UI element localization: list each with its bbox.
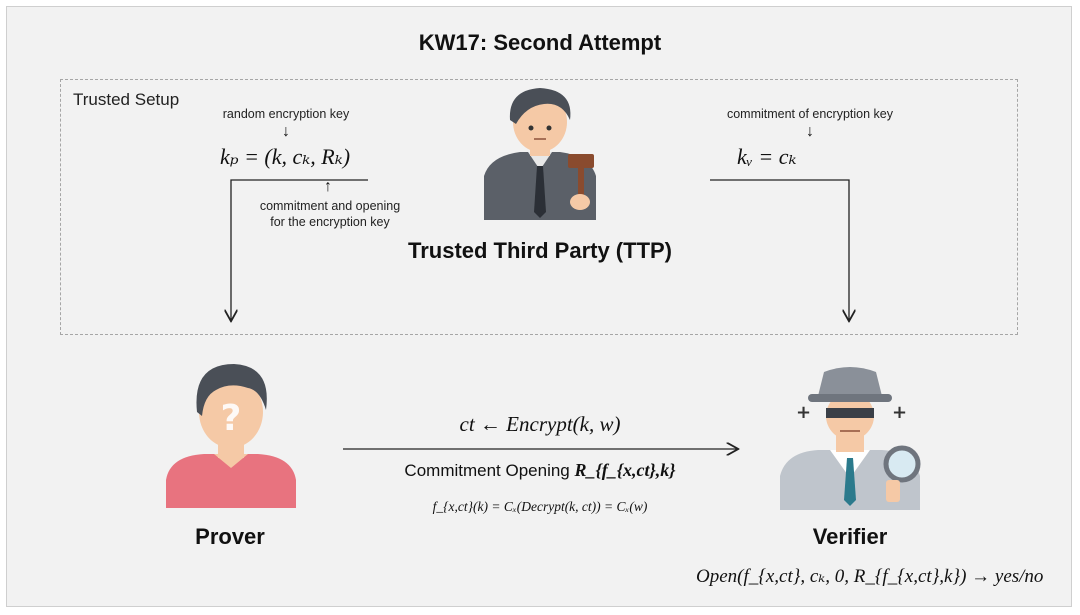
diagram-title: KW17: Second Attempt (418, 30, 662, 55)
svg-text:?: ? (221, 398, 242, 439)
commitment-opening-label: Commitment Opening (404, 461, 570, 480)
ciphertext-formula: ct ← Encrypt(k, w) (459, 412, 621, 436)
prover-person-icon: ? (166, 364, 296, 508)
judge-with-gavel-icon (484, 88, 596, 220)
verification-result-formula: Open(f_{x,ct}, cₖ, 0, R_{f_{x,ct},k}) → … (696, 566, 1044, 587)
svg-text:+: + (796, 402, 811, 423)
prover-key-top-note: random encryption key (222, 107, 350, 121)
verifier-label: Verifier (812, 524, 888, 549)
prover-key-bottom-note-1: commitment and opening (259, 199, 401, 213)
down-arrow-icon: ↓ (282, 123, 290, 140)
ttp-to-prover-line (231, 179, 368, 320)
function-formula: f_{x,ct}(k) = Cₓ(Decrypt(k, ct)) = Cₓ(w) (432, 499, 648, 514)
detective-icon: + + (780, 367, 921, 510)
commitment-opening-line: Commitment Opening R_{f_{x,ct},k} (360, 460, 720, 481)
trusted-setup-label: Trusted Setup (73, 90, 180, 109)
prover-key-formula: kₚ = (k, cₖ, Rₖ) (220, 144, 351, 169)
down-arrow-icon: ↓ (806, 123, 814, 140)
ttp-to-verifier-line (710, 179, 849, 320)
prover-label: Prover (195, 524, 265, 549)
verifier-key-formula: kᵥ = cₖ (737, 144, 797, 169)
svg-text:+: + (892, 402, 907, 423)
ttp-label: Trusted Third Party (TTP) (407, 238, 673, 263)
verifier-key-top-note: commitment of encryption key (726, 107, 894, 121)
commitment-opening-symbol: R_{f_{x,ct},k} (574, 460, 676, 480)
up-arrow-icon: ↑ (324, 178, 332, 195)
trusted-setup-box (60, 79, 1018, 335)
prover-key-bottom-note-2: for the encryption key (270, 215, 390, 229)
